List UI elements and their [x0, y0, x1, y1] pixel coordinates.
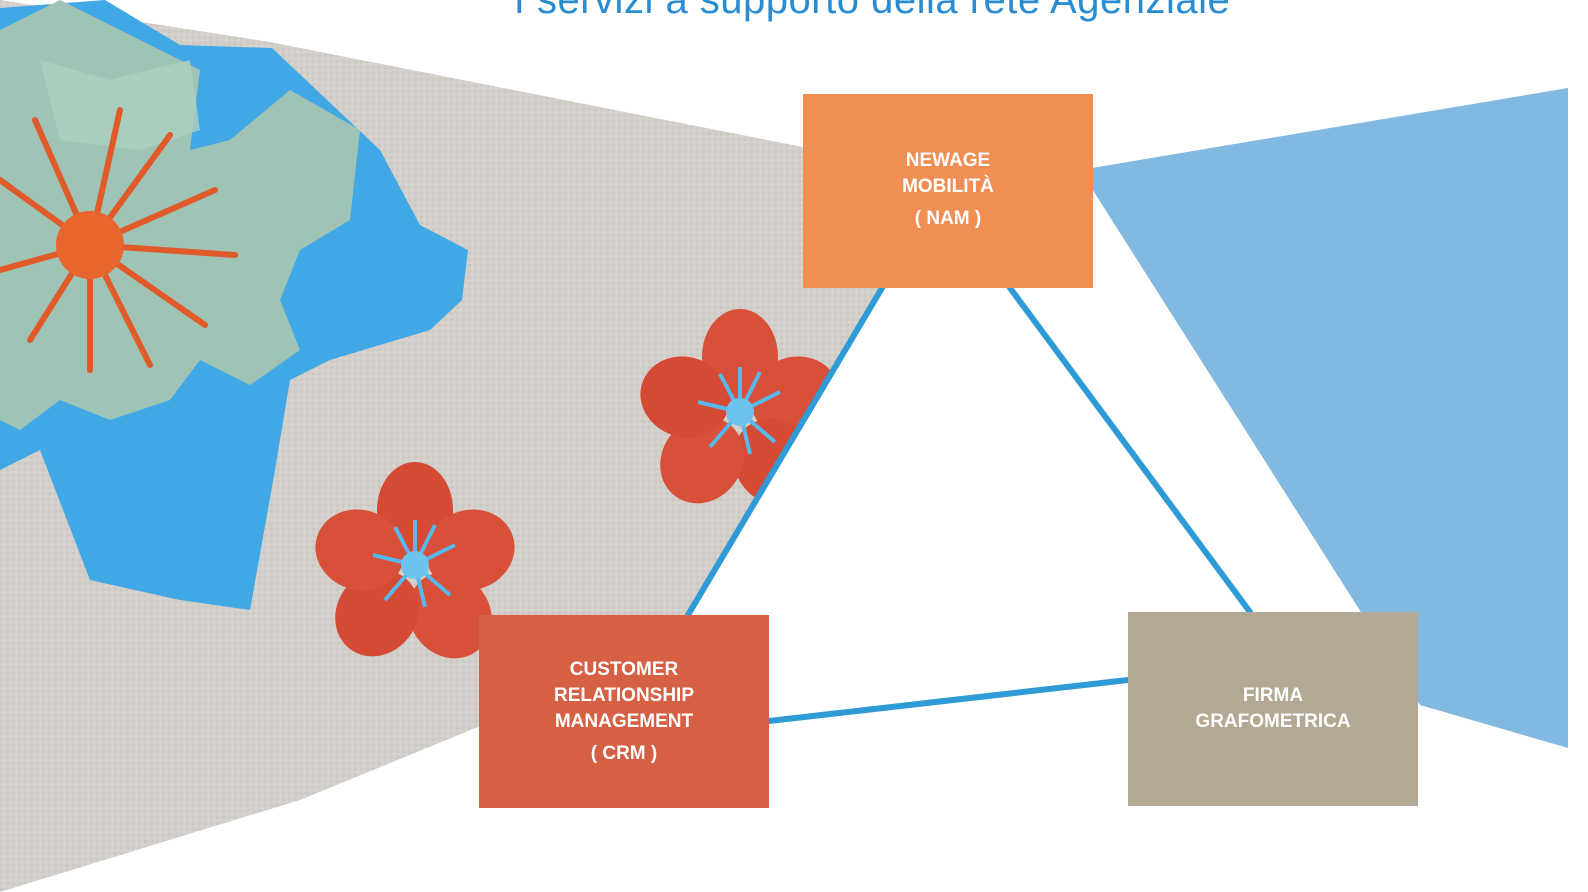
node-crm-abbr: ( CRM ): [590, 742, 658, 764]
node-firma-line-1: FIRMA: [1242, 685, 1304, 706]
connector-nam-firma: [1007, 285, 1253, 615]
connector-nam-crm: [685, 285, 885, 618]
node-crm-line-3: MANAGEMENT: [554, 710, 694, 732]
node-box-firma: [1128, 612, 1418, 806]
node-nam-abbr: ( NAM ): [914, 208, 982, 229]
node-nam-line-1: NEWAGE: [905, 150, 991, 171]
node-crm-line-1: CUSTOMER: [569, 658, 679, 680]
node-crm-line-2: RELATIONSHIP: [553, 684, 695, 706]
node-crm: CUSTOMER RELATIONSHIP MANAGEMENT ( CRM ): [479, 615, 769, 808]
triangle-interior: [690, 288, 1250, 722]
blue-panel: [1080, 88, 1568, 748]
small-red-flower-lower: [315, 462, 515, 659]
connector-crm-firma: [766, 677, 1131, 724]
node-firma: FIRMA GRAFOMETRICA: [1128, 612, 1418, 806]
node-box-nam: [803, 94, 1093, 288]
node-box-crm: [479, 615, 769, 808]
node-firma-line-2: GRAFOMETRICA: [1195, 711, 1351, 732]
node-nam: NEWAGE MOBILITÀ ( NAM ): [803, 94, 1093, 288]
page-title: I servizi a supporto della rete Agenzial…: [513, 0, 1231, 22]
large-paper-flower: [0, 0, 468, 610]
node-nam-line-2: MOBILITÀ: [902, 176, 994, 197]
